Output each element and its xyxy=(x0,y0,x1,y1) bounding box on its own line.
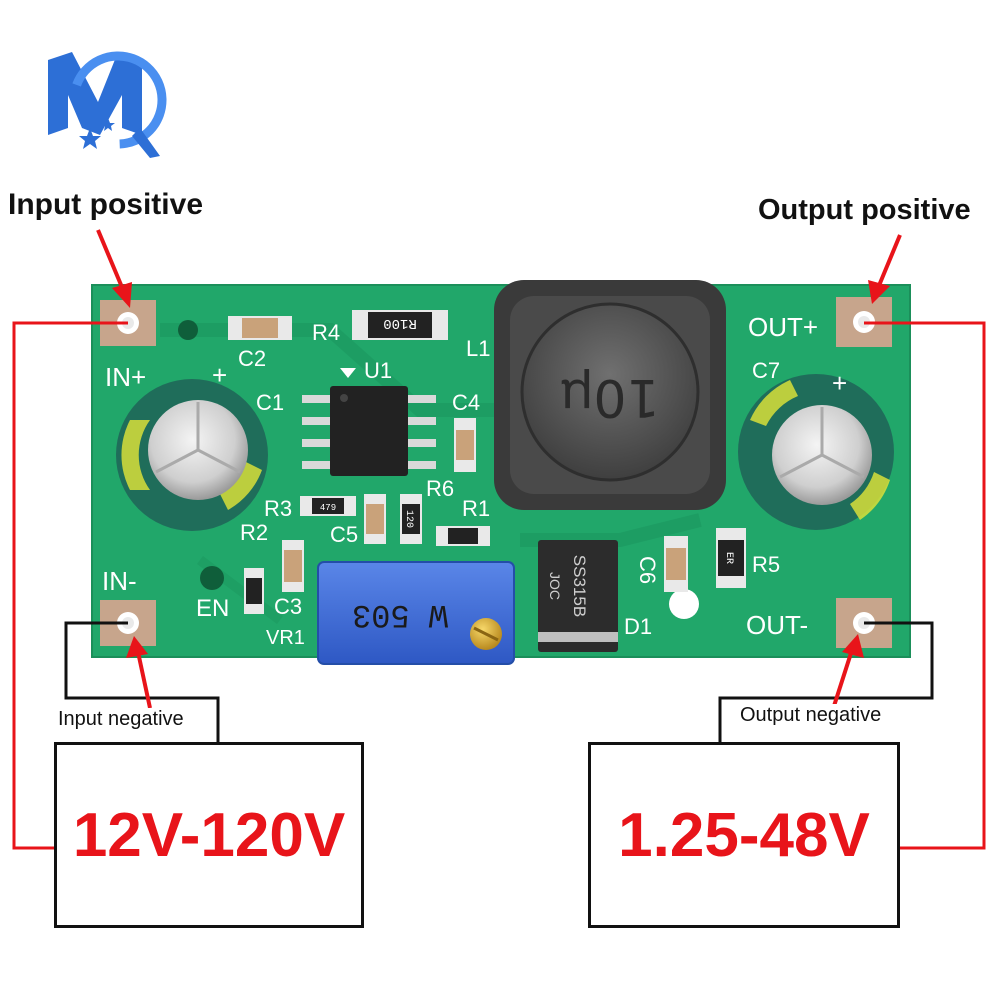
wire-output-positive xyxy=(864,321,986,850)
pot-marking: W 503 xyxy=(352,596,448,633)
smd-c6 xyxy=(664,536,688,592)
via-hole xyxy=(200,566,224,590)
arrow-input-negative xyxy=(126,636,152,709)
silk-l1: L1 xyxy=(466,336,490,361)
smd-r5 xyxy=(716,528,746,588)
r3-marking: 479 xyxy=(320,503,336,513)
silk-c1: C1 xyxy=(256,390,284,415)
smd-c4 xyxy=(454,418,476,472)
silk-c2: C2 xyxy=(238,346,266,371)
silk-c6: C6 xyxy=(635,556,660,584)
r4-marking: R100 xyxy=(383,315,417,331)
input-voltage-box: 12V-120V xyxy=(54,742,364,928)
output-voltage-range: 1.25-48V xyxy=(618,800,870,870)
silk-vr1: VR1 xyxy=(266,627,305,649)
ic-u1 xyxy=(302,368,436,476)
silk-r5: R5 xyxy=(752,552,780,577)
silk-c4: C4 xyxy=(452,390,480,415)
inductor-marking: 10μ xyxy=(560,367,659,427)
smd-c5 xyxy=(364,494,386,544)
diode-d1 xyxy=(538,540,618,652)
via-hole xyxy=(178,320,198,340)
silk-u1: U1 xyxy=(364,358,392,383)
smd-c2 xyxy=(228,316,292,340)
wire-input-negative xyxy=(64,621,220,742)
inductor-l1 xyxy=(494,280,726,510)
arrow-output-positive xyxy=(868,234,902,304)
capacitor-c7 xyxy=(738,374,894,530)
smd-r2 xyxy=(244,568,264,614)
silk-in-plus: IN+ xyxy=(105,362,146,392)
silk-out-plus: OUT+ xyxy=(748,312,818,342)
mounting-hole xyxy=(669,589,699,619)
output-voltage-box: 1.25-48V xyxy=(588,742,900,928)
smd-c3 xyxy=(282,540,304,592)
silk-out-minus: OUT- xyxy=(746,610,808,640)
input-voltage-range: 12V-120V xyxy=(72,800,346,870)
smd-r6 xyxy=(400,494,422,544)
r6-marking: 120 xyxy=(403,510,414,528)
arrow-input-positive xyxy=(96,229,132,308)
silk-r4: R4 xyxy=(312,320,340,345)
r5-marking: ER xyxy=(723,552,734,564)
label-input-positive: Input positive xyxy=(8,188,203,221)
label-output-positive: Output positive xyxy=(758,194,971,226)
wire-output-negative xyxy=(718,621,934,742)
silk-r1: R1 xyxy=(462,496,490,521)
silk-d1: D1 xyxy=(624,614,652,639)
silk-c7: C7 xyxy=(752,358,780,383)
smd-r1 xyxy=(436,526,490,546)
potentiometer-vr1 xyxy=(317,561,515,665)
silk-r2: R2 xyxy=(240,520,268,545)
silk-plus-c1: + xyxy=(212,360,227,390)
diode-marking: SS315B xyxy=(570,555,589,617)
smd-r4 xyxy=(352,310,448,340)
brand-logo xyxy=(48,51,167,158)
label-output-negative: Output negative xyxy=(740,704,882,727)
silk-en: EN xyxy=(196,595,229,622)
arrow-output-negative xyxy=(832,634,864,707)
smd-r3 xyxy=(300,496,356,516)
silk-r6: R6 xyxy=(426,476,454,501)
diode-sub-marking: JOC xyxy=(547,572,563,600)
silk-plus-c7: + xyxy=(832,368,847,398)
silk-in-minus: IN- xyxy=(102,566,137,596)
label-input-negative: Input negative xyxy=(58,708,184,731)
silk-r3: R3 xyxy=(264,496,292,521)
wire-input-positive xyxy=(12,321,128,850)
silk-c5: C5 xyxy=(330,522,358,547)
capacitor-c1 xyxy=(116,379,268,531)
silk-c3: C3 xyxy=(274,594,302,619)
